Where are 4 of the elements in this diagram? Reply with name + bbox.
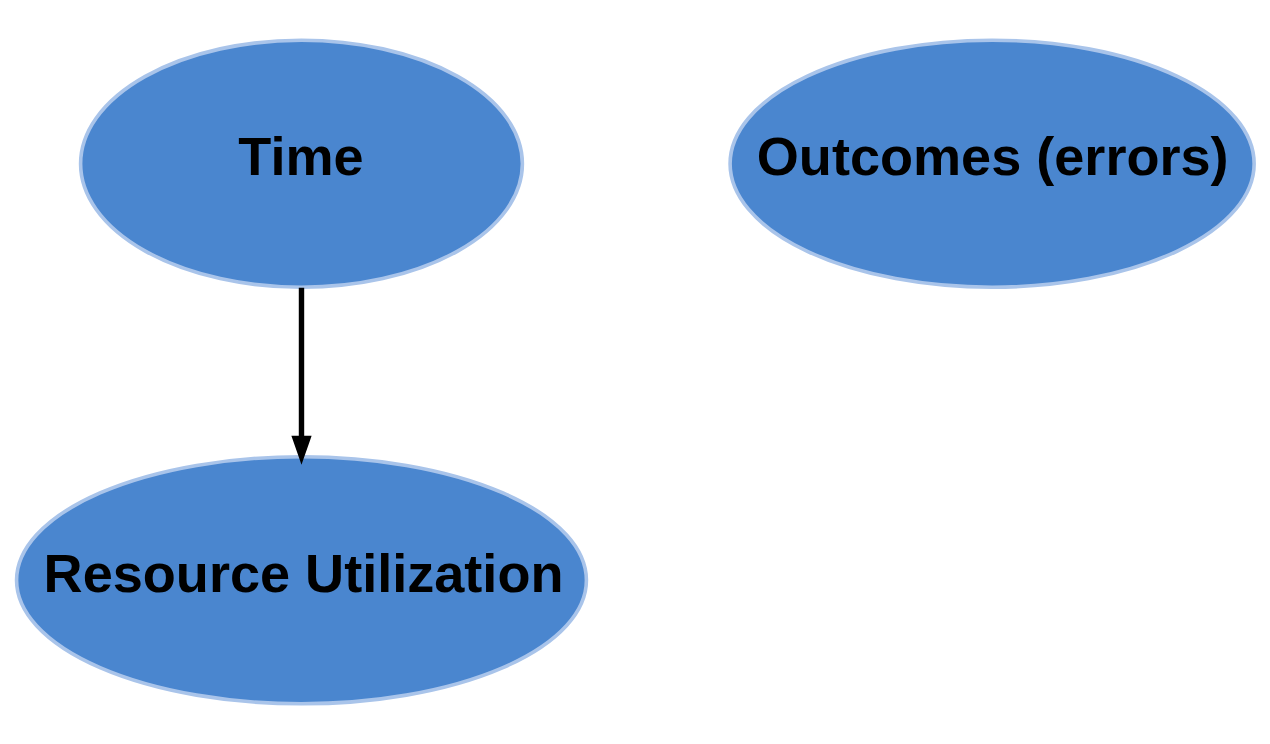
arrow (291, 287, 312, 465)
node-ellipse: Time (78, 38, 525, 290)
node-ellipse: Resource Utilization (14, 454, 589, 706)
node-ellipse: Outcomes (errors) (728, 38, 1256, 290)
